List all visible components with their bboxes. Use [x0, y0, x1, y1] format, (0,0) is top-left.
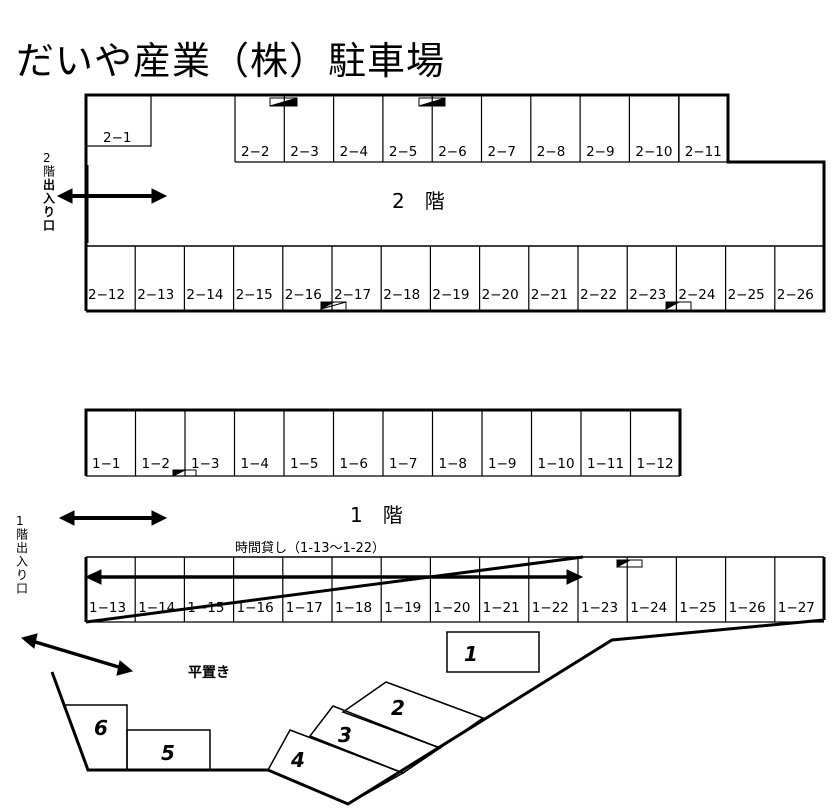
flat-space-4[interactable]	[266, 729, 405, 805]
entrance-arrow-2f	[56, 188, 168, 204]
slot-label-1-6: 1−6	[340, 456, 369, 472]
slot-label-1-5: 1−5	[290, 456, 319, 472]
entrance-char: 出	[43, 177, 55, 192]
slot-label-1-7: 1−7	[389, 456, 418, 472]
slot-label-1-12: 1−12	[637, 456, 674, 472]
slot-label-2-9: 2−9	[586, 144, 615, 160]
flat-space-2-label: 2	[391, 696, 405, 720]
entrance-char: 1	[16, 514, 24, 528]
slot-label-2-1: 2−1	[103, 130, 132, 146]
slot-label-2-11: 2−11	[685, 144, 722, 160]
flat-space-6[interactable]	[62, 704, 128, 771]
slot-label-1-22: 1−22	[532, 600, 569, 616]
hourly-zone-arrow	[84, 569, 584, 585]
slot-label-1-20: 1−20	[433, 600, 470, 616]
flat-parking-label: 平置き	[188, 664, 230, 681]
slot-label-1-8: 1−8	[439, 456, 468, 472]
slot-label-2-5: 2−5	[389, 144, 418, 160]
flat-spaces	[62, 631, 540, 805]
entrance-char: 階	[43, 164, 55, 179]
slot-label-1-4: 1−4	[241, 456, 270, 472]
entrance-char: 口	[43, 219, 55, 233]
slot-label-1-11: 1−11	[587, 456, 624, 472]
entrance-char: 入	[16, 555, 28, 569]
slot-label-1-15: 1−15	[187, 600, 224, 616]
slot-label-2-17: 2−17	[334, 287, 371, 303]
flat-space-1[interactable]	[446, 631, 540, 673]
slot-label-2-14: 2−14	[186, 287, 223, 303]
flat-space-6-label: 6	[94, 716, 108, 740]
slot-label-1-16: 1−16	[237, 600, 274, 616]
slot-label-1-14: 1−14	[138, 600, 175, 616]
slot-label-1-27: 1−27	[778, 600, 815, 616]
slot-label-2-21: 2−21	[531, 287, 568, 303]
slot-label-2-10: 2−10	[635, 144, 672, 160]
flat-space-4-label: 4	[290, 748, 305, 772]
slot-label-2-12: 2−12	[88, 287, 125, 303]
slot-label-1-26: 1−26	[729, 600, 766, 616]
slot-label-2-22: 2−22	[580, 287, 617, 303]
slot-label-2-19: 2−19	[432, 287, 469, 303]
slot-2-1[interactable]	[85, 94, 152, 147]
flat-space-1-label: 1	[464, 642, 478, 666]
slot-label-2-2: 2−2	[241, 144, 270, 160]
flat-parking-arrow	[20, 633, 134, 676]
entrance-char: り	[16, 568, 28, 582]
slot-label-2-3: 2−3	[290, 144, 319, 160]
slot-label-1-25: 1−25	[679, 600, 716, 616]
slot-label-1-18: 1−18	[335, 600, 372, 616]
slot-label-2-8: 2−8	[537, 144, 566, 160]
marker-icon	[269, 97, 298, 107]
slot-label-2-25: 2−25	[728, 287, 765, 303]
slot-label-1-13: 1−13	[89, 600, 126, 616]
page-title: だいや産業（株）駐車場	[16, 39, 446, 83]
slot-label-1-10: 1−10	[538, 456, 575, 472]
entrance-char: 2	[43, 151, 51, 165]
entrance-char: り	[43, 205, 55, 219]
slot-label-2-7: 2−7	[488, 144, 517, 160]
floor-2-label: 2 階	[392, 189, 445, 213]
slot-label-2-23: 2−23	[629, 287, 666, 303]
slot-label-1-24: 1−24	[630, 600, 667, 616]
floor-2	[84, 93, 826, 313]
entrance-arrow-1f	[58, 510, 168, 526]
slot-label-2-20: 2−20	[482, 287, 519, 303]
slot-label-1-9: 1−9	[488, 456, 517, 472]
slot-label-1-3: 1−3	[191, 456, 220, 472]
flat-space-5-label: 5	[161, 741, 175, 765]
hourly-note: 時間貸し（1-13〜1-22）	[235, 540, 385, 556]
slot-label-2-16: 2−16	[285, 287, 322, 303]
entrance-char: 出	[16, 541, 28, 555]
slot-label-1-2: 1−2	[142, 456, 171, 472]
slot-label-2-15: 2−15	[236, 287, 273, 303]
entrance-char: 階	[16, 527, 28, 542]
floor-1-label: 1 階	[350, 503, 403, 527]
slot-label-2-18: 2−18	[383, 287, 420, 303]
slot-label-1-23: 1−23	[581, 600, 618, 616]
entrance-char: 入	[43, 192, 55, 206]
slot-label-2-24: 2−24	[678, 287, 715, 303]
slot-label-2-6: 2−6	[438, 144, 467, 160]
flat-space-3-label: 3	[338, 723, 352, 747]
slot-label-2-26: 2−26	[777, 287, 814, 303]
slot-label-2-4: 2−4	[340, 144, 369, 160]
slot-label-1-17: 1−17	[286, 600, 323, 616]
slot-label-1-19: 1−19	[384, 600, 421, 616]
entrance-char: 口	[16, 582, 28, 596]
slot-label-1-21: 1−21	[483, 600, 520, 616]
slot-label-1-1: 1−1	[92, 456, 121, 472]
slot-label-2-13: 2−13	[137, 287, 174, 303]
